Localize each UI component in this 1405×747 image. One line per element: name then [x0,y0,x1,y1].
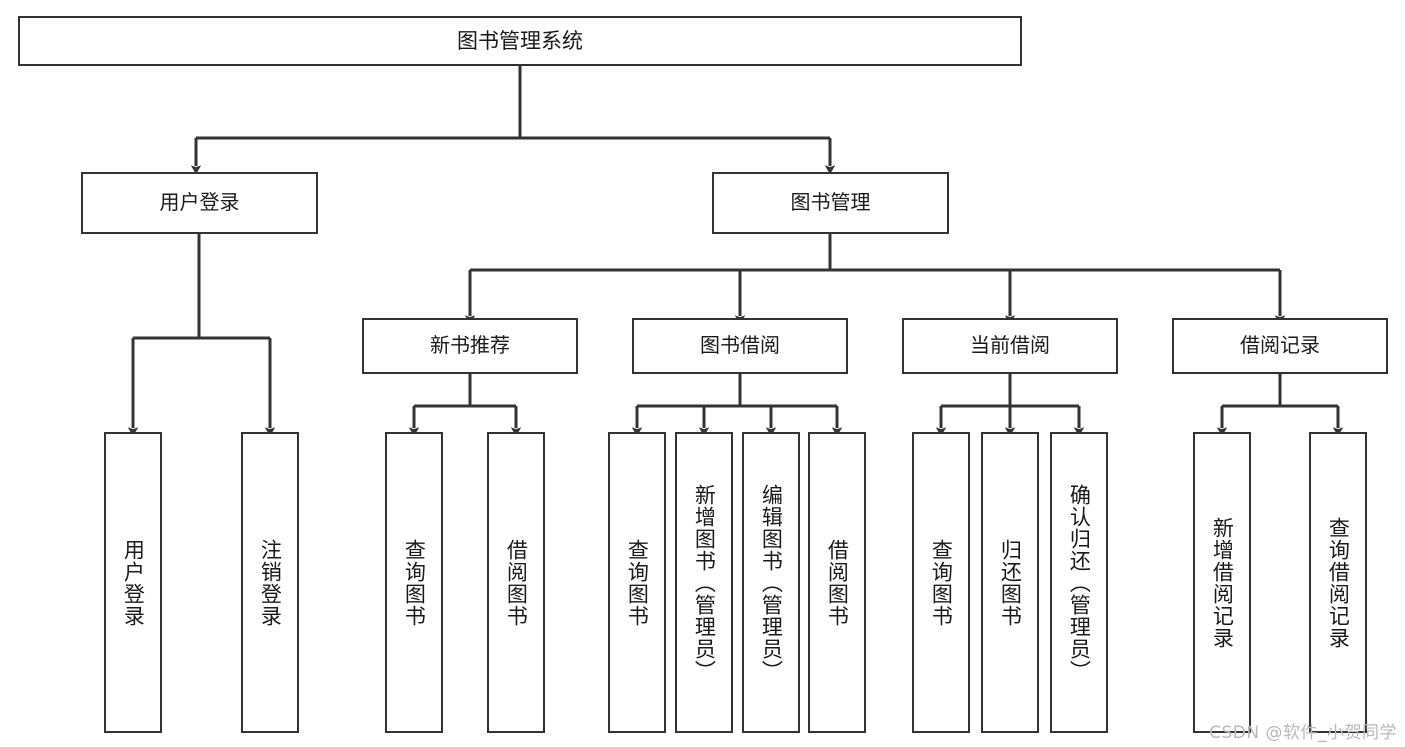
leaf-current-borrow-return[interactable]: 归还图书 [981,432,1039,733]
leaf-label: 用户登录 [121,538,146,627]
leaf-label: 新增图书（管理员） [692,483,717,682]
node-new-book-recommend[interactable]: 新书推荐 [362,318,578,374]
leaf-user-login-logout[interactable]: 注销登录 [241,432,299,733]
watermark: CSDN @软件_小贺同学 [1209,723,1397,743]
leaf-label: 新增借阅记录 [1210,516,1235,649]
leaf-label: 查询图书 [625,538,650,627]
leaf-label: 借阅图书 [504,538,529,627]
leaf-label: 查询图书 [402,538,427,627]
leaf-book-borrow-edit[interactable]: 编辑图书（管理员） [742,432,800,733]
leaf-label: 借阅图书 [825,538,850,627]
node-book-management-label: 图书管理 [790,190,871,215]
node-book-management[interactable]: 图书管理 [712,172,949,234]
node-root-label: 图书管理系统 [457,28,583,53]
leaf-book-borrow-borrow[interactable]: 借阅图书 [808,432,866,733]
node-new-book-recommend-label: 新书推荐 [430,333,510,358]
leaf-label: 注销登录 [258,538,283,627]
leaf-current-borrow-confirm[interactable]: 确认归还（管理员） [1050,432,1108,733]
node-book-borrow[interactable]: 图书借阅 [632,318,848,374]
leaf-label: 编辑图书（管理员） [759,483,784,682]
leaf-user-login-login[interactable]: 用户登录 [104,432,162,733]
leaf-new-book-borrow[interactable]: 借阅图书 [487,432,545,733]
leaf-book-borrow-add[interactable]: 新增图书（管理员） [675,432,733,733]
leaf-borrow-record-add[interactable]: 新增借阅记录 [1193,432,1251,733]
leaf-book-borrow-query[interactable]: 查询图书 [608,432,666,733]
node-user-login-label: 用户登录 [159,190,240,215]
node-user-login[interactable]: 用户登录 [81,172,318,234]
leaf-new-book-query[interactable]: 查询图书 [385,432,443,733]
node-current-borrow-label: 当前借阅 [970,333,1050,358]
node-root[interactable]: 图书管理系统 [18,16,1022,66]
leaf-current-borrow-query[interactable]: 查询图书 [912,432,970,733]
leaf-label: 归还图书 [998,538,1023,627]
node-borrow-record-label: 借阅记录 [1240,333,1320,358]
leaf-label: 查询图书 [929,538,954,627]
leaf-label: 确认归还（管理员） [1067,483,1092,682]
leaf-borrow-record-query[interactable]: 查询借阅记录 [1309,432,1367,733]
node-current-borrow[interactable]: 当前借阅 [902,318,1118,374]
node-book-borrow-label: 图书借阅 [700,333,780,358]
node-borrow-record[interactable]: 借阅记录 [1172,318,1388,374]
leaf-label: 查询借阅记录 [1326,516,1351,649]
